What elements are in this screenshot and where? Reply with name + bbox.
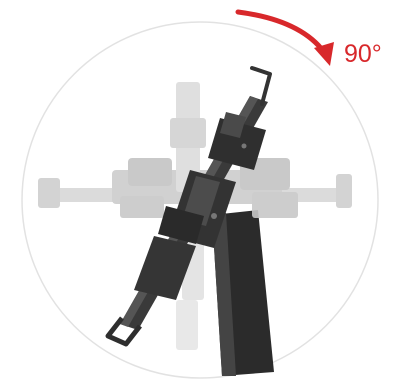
rotation-angle-label: 90° <box>344 40 382 68</box>
